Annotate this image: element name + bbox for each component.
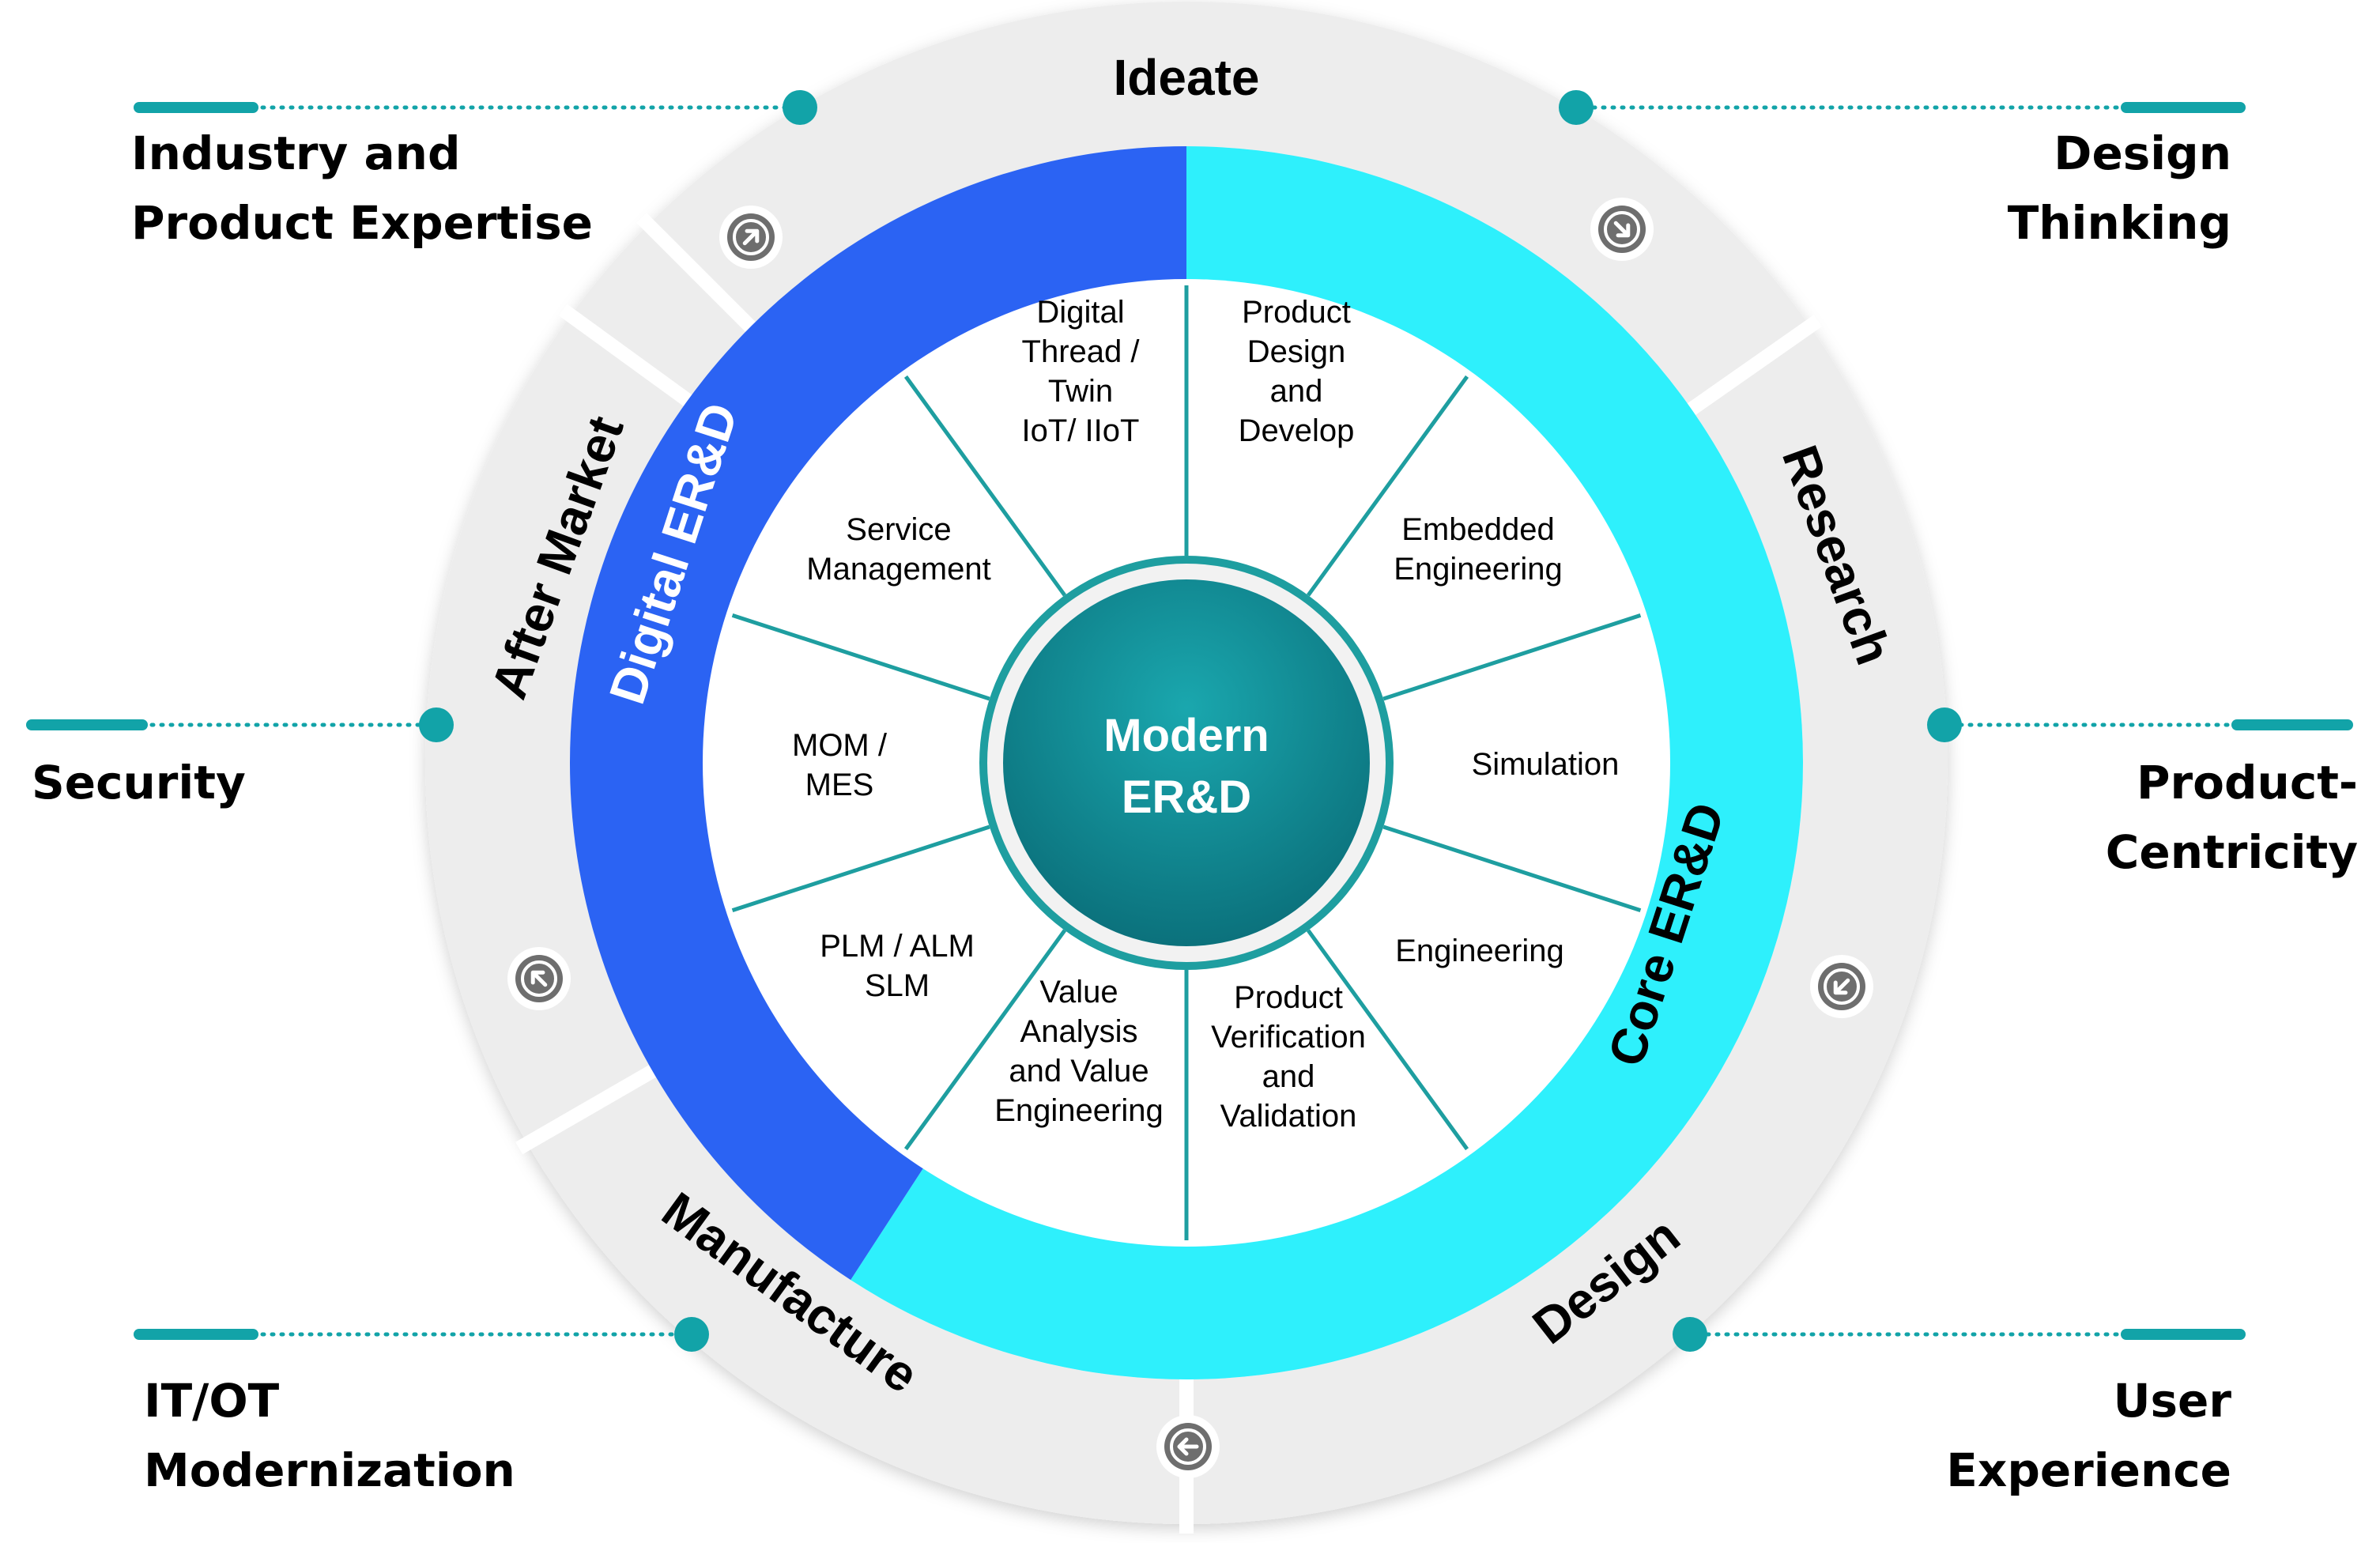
segment-label-line: Service bbox=[846, 512, 951, 547]
segment-divider bbox=[731, 613, 990, 701]
center-title-line2: ER&D bbox=[1122, 772, 1251, 823]
digital-erd-band bbox=[569, 146, 1186, 1281]
arrow-badge-circle bbox=[1824, 968, 1860, 1005]
segment-divider bbox=[1306, 929, 1469, 1151]
stage-ideate: Ideate bbox=[1114, 49, 1260, 106]
segment-label-line: and Value bbox=[1009, 1054, 1149, 1089]
segment-label-plm: PLM / ALM SLM bbox=[820, 929, 975, 1003]
side-label-security: Security bbox=[32, 756, 246, 809]
segment-label-simulation: Simulation bbox=[1472, 747, 1620, 782]
segment-label-line: Design bbox=[1247, 334, 1346, 369]
arrow-badge-icon bbox=[1810, 955, 1873, 1018]
segment-divider bbox=[903, 375, 1067, 597]
segment-label-line: Embedded bbox=[1401, 512, 1554, 547]
arrow-glyph-path bbox=[1833, 978, 1850, 995]
side-label-user-experience: User Experience bbox=[1946, 1374, 2231, 1497]
segment-label-line: and bbox=[1262, 1059, 1315, 1094]
segment-dividers bbox=[731, 285, 1642, 1240]
segment-label-line: Engineering bbox=[1395, 934, 1564, 968]
outer-ring-gap bbox=[558, 304, 699, 411]
segment-label-line: Verification bbox=[1211, 1020, 1366, 1055]
segment-label-line: Thread / bbox=[1022, 334, 1141, 369]
arrow-glyph bbox=[742, 228, 760, 246]
arrow-badge-icon bbox=[1590, 198, 1654, 261]
arrow-badge-circle bbox=[1604, 211, 1640, 247]
segment-label-line: Analysis bbox=[1020, 1014, 1138, 1049]
arrow-badge-icon bbox=[719, 206, 783, 269]
segment-label-line: Engineering bbox=[994, 1093, 1164, 1128]
side-label-industry-expertise: Industry and Product Expertise bbox=[131, 126, 594, 250]
segment-label-line: Value bbox=[1039, 975, 1118, 1009]
center-hub bbox=[1003, 579, 1370, 946]
arrow-badge-icon bbox=[507, 947, 571, 1010]
segment-label-line: Twin bbox=[1048, 374, 1113, 409]
side-connectors bbox=[26, 90, 2353, 1352]
arrow-badge-circle bbox=[733, 219, 769, 255]
segment-label-line: SLM bbox=[865, 968, 930, 1003]
segment-label-line: MES bbox=[805, 768, 874, 802]
segment-label-line: PLM / ALM bbox=[820, 929, 975, 964]
center-title-line1: Modern bbox=[1103, 710, 1269, 761]
connector-dot bbox=[1673, 1317, 1707, 1352]
segment-label-line: Product bbox=[1242, 295, 1351, 330]
side-label-design-thinking: Design Thinking bbox=[2007, 126, 2231, 250]
segment-label-line: Digital bbox=[1036, 295, 1124, 330]
stage-arrow-badges bbox=[507, 198, 1873, 1478]
outer-ring-gap bbox=[515, 1061, 663, 1155]
arrow-badge-icon bbox=[1156, 1415, 1220, 1478]
connector-dot bbox=[1927, 707, 1962, 742]
segment-label-line: Management bbox=[806, 552, 990, 587]
segment-divider bbox=[1306, 375, 1469, 597]
segment-label-line: Validation bbox=[1220, 1099, 1357, 1134]
arrow-badge-circle bbox=[1170, 1428, 1206, 1465]
connector-dot bbox=[419, 707, 454, 742]
segment-label-engineering: Engineering bbox=[1395, 934, 1564, 968]
connector-dot bbox=[783, 90, 817, 125]
outer-ring-gaps bbox=[515, 213, 1822, 1534]
side-label-it-ot: IT/OT Modernization bbox=[144, 1374, 515, 1497]
arrow-glyph-path bbox=[1613, 221, 1631, 238]
arrow-glyph-path bbox=[530, 970, 548, 987]
connector-dot bbox=[674, 1317, 709, 1352]
segment-label-line: and bbox=[1270, 374, 1323, 409]
segment-divider bbox=[731, 824, 990, 913]
core-erd-band bbox=[851, 146, 1803, 1379]
arrow-glyph bbox=[530, 970, 548, 987]
segment-label-line: Develop bbox=[1239, 413, 1355, 448]
outer-ring-gap bbox=[1680, 315, 1822, 420]
arrow-glyph bbox=[1177, 1437, 1199, 1456]
arrow-badge-circle bbox=[521, 960, 557, 997]
outer-ring-gap bbox=[636, 213, 761, 338]
connector-dot bbox=[1559, 90, 1594, 125]
segment-label-line: MOM / bbox=[792, 728, 888, 763]
segment-label-mom: MOM / MES bbox=[792, 728, 888, 802]
arrow-glyph-path bbox=[742, 228, 760, 246]
side-label-product-centricity: Product- Centricity bbox=[2105, 756, 2358, 879]
segment-label-line: Simulation bbox=[1472, 747, 1620, 782]
arrow-glyph bbox=[1833, 978, 1850, 995]
segment-divider bbox=[1382, 824, 1642, 913]
arrow-glyph bbox=[1613, 221, 1631, 238]
segment-divider bbox=[903, 929, 1067, 1151]
segment-label-line: IoT/ IIoT bbox=[1022, 413, 1140, 448]
segment-label-line: Product bbox=[1234, 980, 1343, 1015]
segment-divider bbox=[1382, 613, 1642, 701]
arrow-glyph-path bbox=[1177, 1437, 1199, 1456]
segment-label-line: Engineering bbox=[1394, 552, 1563, 587]
